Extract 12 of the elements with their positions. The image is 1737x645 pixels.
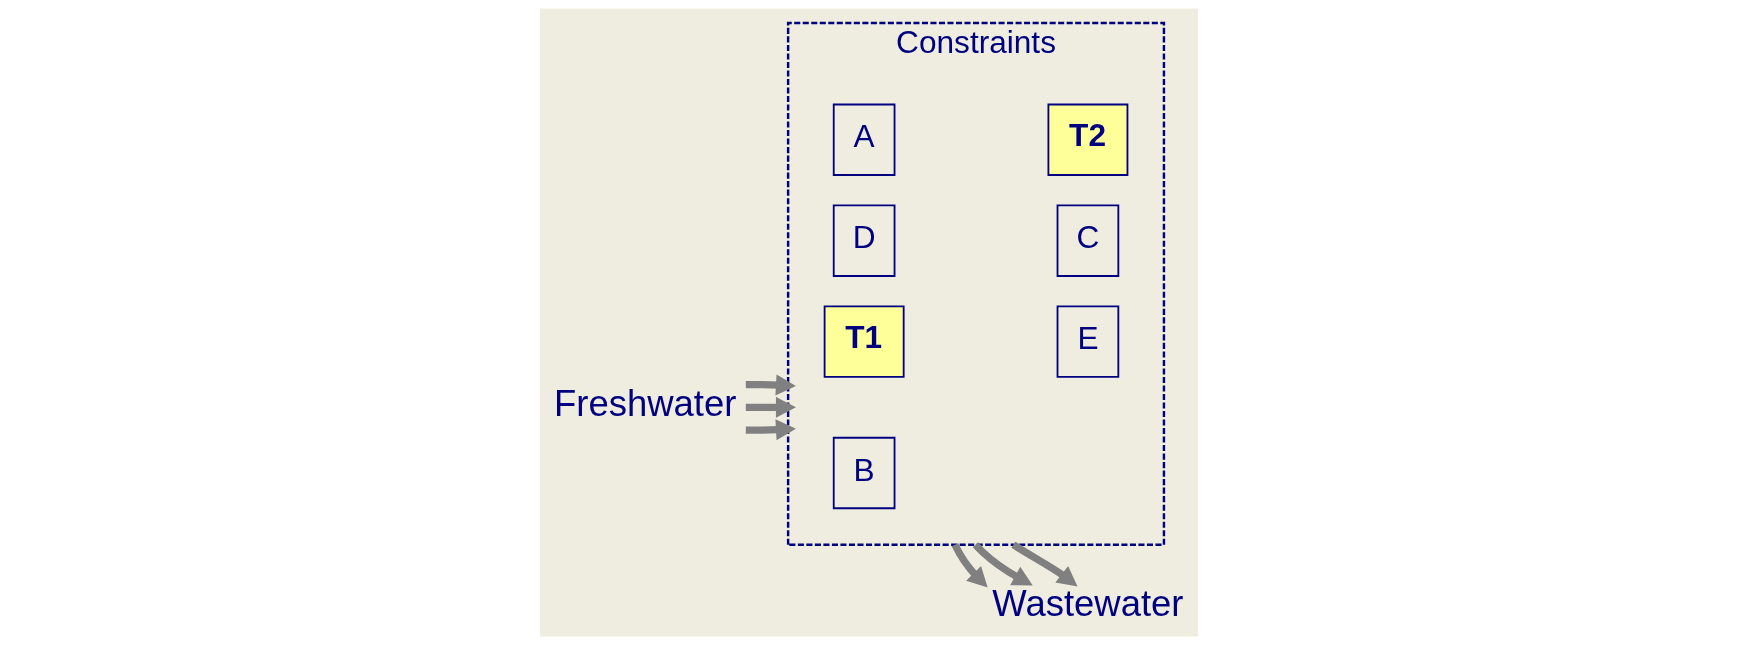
node-box: C bbox=[1056, 204, 1119, 277]
node-box: B bbox=[832, 436, 895, 510]
node-box: T2 bbox=[1047, 103, 1128, 176]
arrow bbox=[1010, 541, 1078, 587]
node-text: Wastewater bbox=[991, 582, 1184, 624]
arrow bbox=[951, 543, 988, 588]
arrow bbox=[972, 542, 1033, 586]
node-box: E bbox=[1056, 305, 1119, 378]
node-box: A bbox=[832, 103, 895, 176]
node-box: D bbox=[832, 204, 895, 277]
node-box: T1 bbox=[823, 305, 905, 378]
node-text: Freshwater bbox=[553, 383, 736, 425]
